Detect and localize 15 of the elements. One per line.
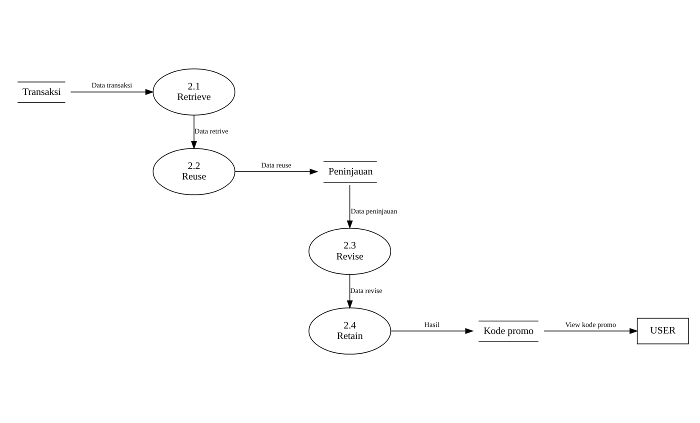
node-ellipse: 2.2 Reuse [152, 148, 236, 196]
node-ellipse: 2.1 Retrieve [152, 68, 236, 116]
arrow [191, 114, 197, 150]
arrow [346, 184, 353, 230]
arrow [70, 88, 154, 95]
arrow [390, 328, 474, 334]
arrow [234, 168, 318, 175]
node-text: Transaksi [22, 86, 61, 98]
arrow [346, 274, 353, 309]
node-text: Kode promo [484, 326, 534, 338]
node-ellipse: 2.3 Revise [308, 228, 392, 275]
node-box: USER [636, 318, 689, 344]
arrow [544, 328, 638, 334]
node-text: Peninjauan [328, 166, 373, 178]
node-ellipse: 2.4 Retain [308, 308, 392, 354]
